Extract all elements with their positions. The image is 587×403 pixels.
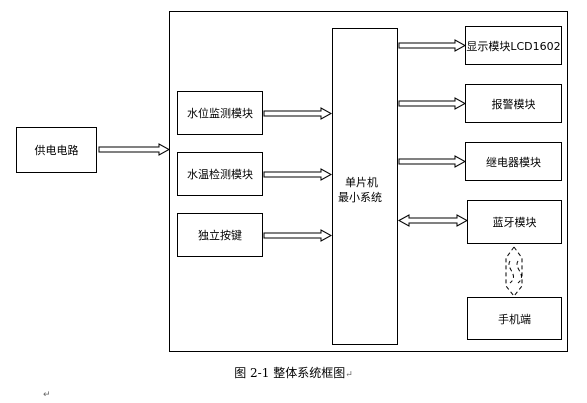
phone-block: 手机端 xyxy=(467,297,562,340)
caption-text: 图 2-1 整体系统框图 xyxy=(234,366,346,380)
arrow-mcu-to-alarm xyxy=(398,97,467,110)
water-temp-module-block: 水温检测模块 xyxy=(177,152,263,196)
arrow-water-level-to-mcu xyxy=(263,107,333,120)
power-supply-block: 供电电路 xyxy=(16,127,97,173)
alarm-module-block: 报警模块 xyxy=(465,84,562,123)
mcu-label-line1: 单片机 xyxy=(345,176,378,189)
display-module-block: 显示模块LCD1602 xyxy=(465,26,562,65)
arrow-mcu-to-display xyxy=(398,39,467,52)
arrow-keys-to-mcu xyxy=(263,229,333,242)
mcu-label-line2: 最小系统 xyxy=(338,191,382,204)
water-level-module-block: 水位监测模块 xyxy=(177,91,263,135)
independent-keys-block: 独立按键 xyxy=(177,213,263,257)
arrow-mcu-bluetooth-bidirectional xyxy=(397,214,469,227)
bluetooth-module-block: 蓝牙模块 xyxy=(467,200,562,244)
caption-return-mark: ↵ xyxy=(345,370,353,380)
figure-caption: 图 2-1 整体系统框图↵ xyxy=(0,364,587,381)
relay-module-block: 继电器模块 xyxy=(465,142,562,181)
arrow-mcu-to-relay xyxy=(398,155,467,168)
arrow-power-to-system xyxy=(98,143,171,156)
system-frame xyxy=(169,11,568,352)
dashed-wireless-link xyxy=(505,246,523,297)
mcu-minimum-system-block: 单片机 最小系统 xyxy=(332,28,398,345)
arrow-water-temp-to-mcu xyxy=(263,168,333,181)
paragraph-mark: ↵ xyxy=(43,390,51,400)
